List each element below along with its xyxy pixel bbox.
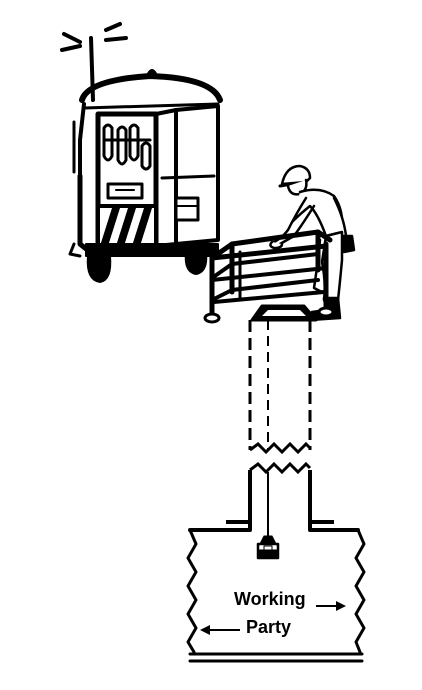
left-arrow-icon	[200, 625, 240, 635]
gas-detector-icon	[256, 528, 280, 560]
working-party-label-line1: Working	[234, 589, 306, 609]
toolbox-icon	[106, 182, 144, 200]
front-wheel-icon	[184, 251, 208, 275]
rear-wheel-icon	[86, 255, 112, 283]
harness-icon	[102, 123, 152, 171]
shaft	[226, 320, 334, 530]
manhole-opening	[250, 304, 318, 322]
working-party-label-line2: Party	[246, 617, 292, 637]
emergency-van-icon	[60, 22, 223, 283]
guard-rail-icon	[203, 229, 335, 324]
right-arrow-icon	[316, 601, 346, 611]
hazard-stripes	[96, 204, 158, 248]
underground-chamber	[186, 520, 366, 663]
